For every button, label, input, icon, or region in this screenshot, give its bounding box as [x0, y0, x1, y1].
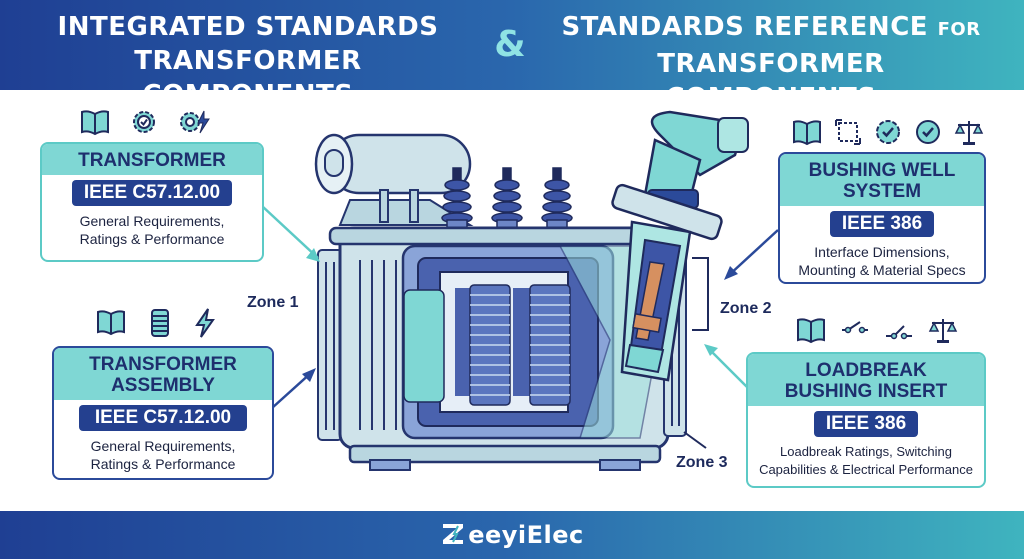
- zone2-bracket: [692, 257, 709, 331]
- conservator-tank: [314, 133, 474, 226]
- zone-1-label: Zone 1: [247, 294, 299, 311]
- bushing-well-title-line2: SYSTEM: [842, 181, 922, 202]
- book-icon: [97, 310, 125, 336]
- bushing-well-icon-row: [792, 118, 984, 146]
- right-title-line1: STANDARDS REFERENCE FOR: [548, 10, 994, 47]
- brand-z-icon: [443, 524, 464, 544]
- switch-icon: [842, 321, 868, 334]
- loadbreak-card: LOADBREAK BUSHING INSERT IEEE 386 Loadbr…: [746, 352, 986, 488]
- transformer-card-title: TRANSFORMER: [42, 144, 262, 175]
- zone-3-label: Zone 3: [676, 454, 728, 471]
- right-title-line1-small: FOR: [937, 19, 981, 40]
- assembly-card-title: TRANSFORMER ASSEMBLY: [54, 348, 272, 400]
- core-coils: [403, 284, 571, 406]
- loadbreak-desc-line2: Capabilities & Electrical Performance: [759, 462, 973, 477]
- check-circle-icon: [916, 120, 940, 144]
- badge-check-icon: [876, 120, 900, 144]
- loadbreak-title-line2: BUSHING INSERT: [784, 381, 948, 402]
- transformer-illustration: [261, 110, 779, 471]
- transformer-desc-line1: General Requirements,: [79, 213, 225, 229]
- transformer-card: TRANSFORMER IEEE C57.12.00 General Requi…: [40, 142, 264, 262]
- transformer-standard-chip: IEEE C57.12.00: [72, 180, 232, 206]
- scale-icon: [928, 319, 958, 343]
- assembly-card: TRANSFORMER ASSEMBLY IEEE C57.12.00 Gene…: [52, 346, 274, 480]
- arrow-bushing-well: [727, 229, 779, 277]
- arrow-loadbreak-head: [704, 344, 718, 356]
- bolt-icon: [195, 308, 215, 338]
- loadbreak-desc-line1: Loadbreak Ratings, Switching: [780, 444, 952, 459]
- assembly-icon-row: [96, 308, 216, 338]
- bushing-well-card-desc: Interface Dimensions, Mounting & Materia…: [780, 243, 984, 279]
- bushing-2: [491, 167, 523, 233]
- arrow-transformer-head: [306, 248, 320, 262]
- brand-logo: eeyiElec: [0, 521, 1024, 549]
- gear-bolt-icon: [180, 110, 210, 134]
- radiator-left: [317, 249, 343, 441]
- book-icon: [793, 120, 821, 146]
- book-icon: [797, 318, 825, 344]
- header-banner: INTEGRATED STANDARDS TRANSFORMER COMPONE…: [0, 0, 1024, 113]
- left-title: INTEGRATED STANDARDS TRANSFORMER COMPONE…: [28, 10, 468, 112]
- loadbreak-card-desc: Loadbreak Ratings, Switching Capabilitie…: [748, 443, 984, 479]
- brand-name: eeyiElec: [468, 521, 584, 549]
- transformer-card-desc: General Requirements, Ratings & Performa…: [42, 212, 262, 248]
- transformer-desc-line2: Ratings & Performance: [79, 231, 225, 247]
- assembly-standard-chip: IEEE C57.12.00: [79, 405, 247, 431]
- gear-check-icon: [133, 111, 155, 133]
- bushing-well-desc-line1: Interface Dimensions,: [814, 244, 950, 260]
- arrow-transformer: [261, 205, 319, 259]
- bushing-3: [541, 167, 573, 233]
- main-tank: [328, 226, 680, 471]
- loadbreak-icon-row: [796, 316, 958, 344]
- right-title: STANDARDS REFERENCE FOR TRANSFORMER COMP…: [548, 10, 994, 115]
- arrow-assembly: [271, 371, 313, 409]
- transformer-icon-row: [80, 108, 212, 136]
- right-title-line2: TRANSFORMER COMPONENTS: [657, 49, 885, 113]
- bushing-well-card-title: BUSHING WELL SYSTEM: [780, 154, 984, 206]
- bushing-well-assembly: [611, 110, 749, 382]
- assembly-card-desc: General Requirements, Ratings & Performa…: [54, 437, 272, 473]
- switch-open-icon: [886, 325, 912, 340]
- ampersand: &: [494, 24, 526, 65]
- arrow-assembly-head: [302, 368, 316, 382]
- assembly-title-line2: ASSEMBLY: [111, 375, 215, 396]
- assembly-desc-line1: General Requirements,: [90, 438, 236, 454]
- left-title-line2: TRANSFORMER COMPONENTS: [134, 46, 362, 110]
- arrow-loadbreak: [707, 347, 749, 389]
- assembly-title-line1: TRANSFORMER: [89, 354, 237, 375]
- pointer-arrows: [261, 205, 779, 409]
- bushing-well-desc-line2: Mounting & Material Specs: [798, 262, 966, 278]
- right-title-line1-main: STANDARDS REFERENCE: [561, 12, 929, 42]
- hv-bushings: [441, 167, 573, 233]
- zone-2-label: Zone 2: [720, 300, 772, 317]
- bushing-well-title-line1: BUSHING WELL: [808, 160, 956, 181]
- dimension-icon: [835, 119, 861, 145]
- footer-banner: eeyiElec: [0, 511, 1024, 559]
- coil-icon: [151, 309, 169, 337]
- arrow-bushing-well-head: [724, 266, 738, 280]
- bushing-well-card: BUSHING WELL SYSTEM IEEE 386 Interface D…: [778, 152, 986, 284]
- assembly-desc-line2: Ratings & Performance: [90, 456, 236, 472]
- book-icon: [81, 110, 109, 136]
- loadbreak-standard-chip: IEEE 386: [814, 411, 918, 437]
- scale-icon: [954, 121, 984, 145]
- loadbreak-card-title: LOADBREAK BUSHING INSERT: [748, 354, 984, 406]
- zone3-leader: [683, 431, 707, 449]
- loadbreak-title-line1: LOADBREAK: [805, 360, 927, 381]
- left-title-line1: INTEGRATED STANDARDS: [57, 12, 439, 42]
- bushing-well-standard-chip: IEEE 386: [830, 211, 934, 237]
